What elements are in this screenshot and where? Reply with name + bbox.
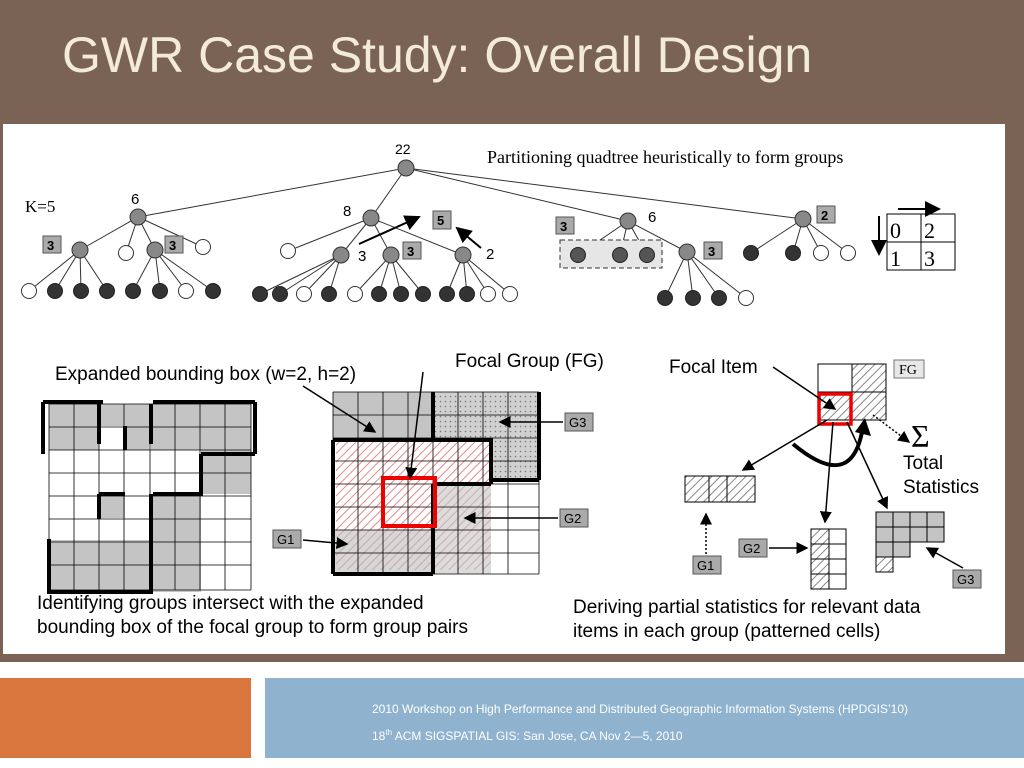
root-count: 22 bbox=[395, 141, 411, 157]
right-caption-1: Deriving partial statistics for relevant… bbox=[573, 597, 921, 618]
label-l1a: 3 bbox=[47, 238, 54, 253]
focal-item-label: Focal Item bbox=[669, 357, 758, 378]
label-l3a: 3 bbox=[560, 219, 567, 234]
footer-venue: 18th ACM SIGSPATIAL GIS: San Jose, CA No… bbox=[372, 728, 683, 743]
left-caption-2: bounding box of the focal group to form … bbox=[37, 617, 468, 638]
quad-0: 0 bbox=[890, 218, 901, 243]
grid-b bbox=[302, 371, 541, 576]
quad-1: 1 bbox=[890, 246, 901, 271]
footer-venue-num: 18 bbox=[372, 729, 386, 743]
bbox-label: Expanded bounding box (w=2, h=2) bbox=[55, 364, 356, 385]
footer-accent-block bbox=[0, 678, 251, 758]
count-2: 2 bbox=[486, 246, 494, 263]
left-caption-1: Identifying groups intersect with the ex… bbox=[37, 593, 424, 614]
grid-a bbox=[41, 400, 257, 594]
right-g2: G2 bbox=[743, 541, 760, 556]
label-l1b: 3 bbox=[169, 238, 176, 253]
count-6b: 6 bbox=[648, 209, 656, 226]
quad-2: 2 bbox=[924, 218, 935, 243]
footer-venue-text: ACM SIGSPATIAL GIS: San Jose, CA Nov 2—5… bbox=[392, 729, 683, 743]
footer-venue-sup: th bbox=[385, 728, 393, 737]
tree-heading: Partitioning quadtree heuristically to f… bbox=[487, 147, 843, 167]
right-panel: Focal Item FG Σ Total Statistics bbox=[573, 357, 982, 642]
right-caption-2: items in each group (patterned cells) bbox=[573, 621, 880, 642]
k-label: K=5 bbox=[25, 197, 55, 216]
quadrant-order: 0 2 1 3 bbox=[871, 201, 956, 271]
footer-bar bbox=[265, 678, 1024, 758]
sigma-symbol: Σ bbox=[911, 418, 930, 454]
total-stats-2: Statistics bbox=[903, 477, 979, 498]
right-g1: G1 bbox=[697, 558, 714, 573]
diagram-figure: Partitioning quadtree heuristically to f… bbox=[3, 124, 1005, 654]
footer-conference: 2010 Workshop on High Performance and Di… bbox=[372, 702, 909, 716]
label-l4a: 2 bbox=[821, 208, 828, 223]
quad-3: 3 bbox=[924, 246, 935, 271]
left-g1: G1 bbox=[277, 532, 294, 547]
diagram-svg: Partitioning quadtree heuristically to f… bbox=[21, 141, 982, 642]
fg-label: Focal Group (FG) bbox=[455, 351, 604, 372]
count-6a: 6 bbox=[131, 191, 139, 208]
count-8: 8 bbox=[343, 203, 351, 220]
label-l2b: 3 bbox=[407, 244, 414, 259]
label-l2d: 5 bbox=[437, 213, 444, 228]
right-g3: G3 bbox=[957, 572, 974, 587]
left-panel: Expanded bounding box (w=2, h=2) Focal G… bbox=[37, 351, 604, 638]
total-stats-1: Total bbox=[903, 453, 943, 474]
left-g2: G2 bbox=[564, 511, 581, 526]
label-l3b: 3 bbox=[708, 244, 715, 259]
title-bar: GWR Case Study: Overall Design bbox=[0, 0, 1024, 122]
left-g3: G3 bbox=[569, 415, 586, 430]
right-fg: FG bbox=[899, 363, 917, 378]
slide-title: GWR Case Study: Overall Design bbox=[62, 27, 813, 83]
quadtree: Partitioning quadtree heuristically to f… bbox=[21, 141, 956, 306]
count-3: 3 bbox=[358, 248, 366, 265]
